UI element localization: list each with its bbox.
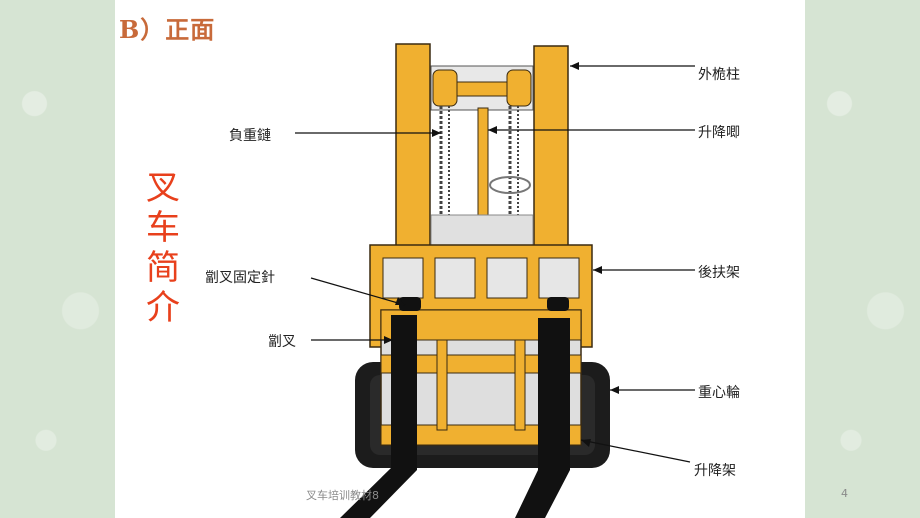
bracket-post-left — [436, 339, 448, 431]
background-left-panel — [0, 0, 115, 518]
label-center-wheel: 重心輪 — [698, 385, 740, 401]
guard-window-3 — [486, 257, 528, 299]
fork-right — [515, 318, 570, 518]
pulley-right — [506, 69, 532, 107]
pointer-fork-pin — [310, 277, 406, 306]
slide-heading: B）正面 — [119, 15, 216, 44]
cab-area — [430, 214, 534, 248]
guard-window-2 — [434, 257, 476, 299]
side-title: 叉 车 简 介 — [143, 168, 183, 328]
label-outer-mast: 外桅柱 — [698, 67, 740, 83]
side-title-char: 简 — [146, 248, 180, 288]
fork-pin-left — [399, 297, 421, 311]
bracket-post-right — [514, 339, 526, 431]
side-title-char: 叉 — [146, 168, 180, 208]
label-load-chain: 負重鏈 — [229, 128, 271, 144]
lift-bracket-bottom — [380, 424, 582, 446]
fork-left — [340, 315, 417, 518]
guard-window-4 — [538, 257, 580, 299]
lift-bracket-mid — [380, 354, 582, 374]
pointer-lift-bracket — [580, 439, 691, 463]
guard-window-1 — [382, 257, 424, 299]
footer-text: 叉车培训教材8 — [306, 489, 379, 502]
forklift-diagram — [295, 43, 695, 518]
pulley-axle — [456, 81, 508, 97]
pulley-left — [432, 69, 458, 107]
label-rear-guard: 後扶架 — [698, 265, 740, 281]
label-lift-cylinder: 升降唧 — [698, 125, 740, 141]
page-number: 4 — [841, 487, 848, 500]
steering-wheel — [489, 176, 531, 194]
fork-pin-right — [547, 297, 569, 311]
label-fork: 劏叉 — [268, 334, 296, 350]
side-title-char: 车 — [146, 208, 180, 248]
label-lift-bracket: 升降架 — [694, 463, 736, 479]
side-title-char: 介 — [146, 288, 180, 328]
slide-canvas: B）正面 叉 车 简 介 — [115, 0, 805, 518]
label-fork-pin: 劏叉固定針 — [205, 270, 275, 286]
background-right-panel — [805, 0, 920, 518]
